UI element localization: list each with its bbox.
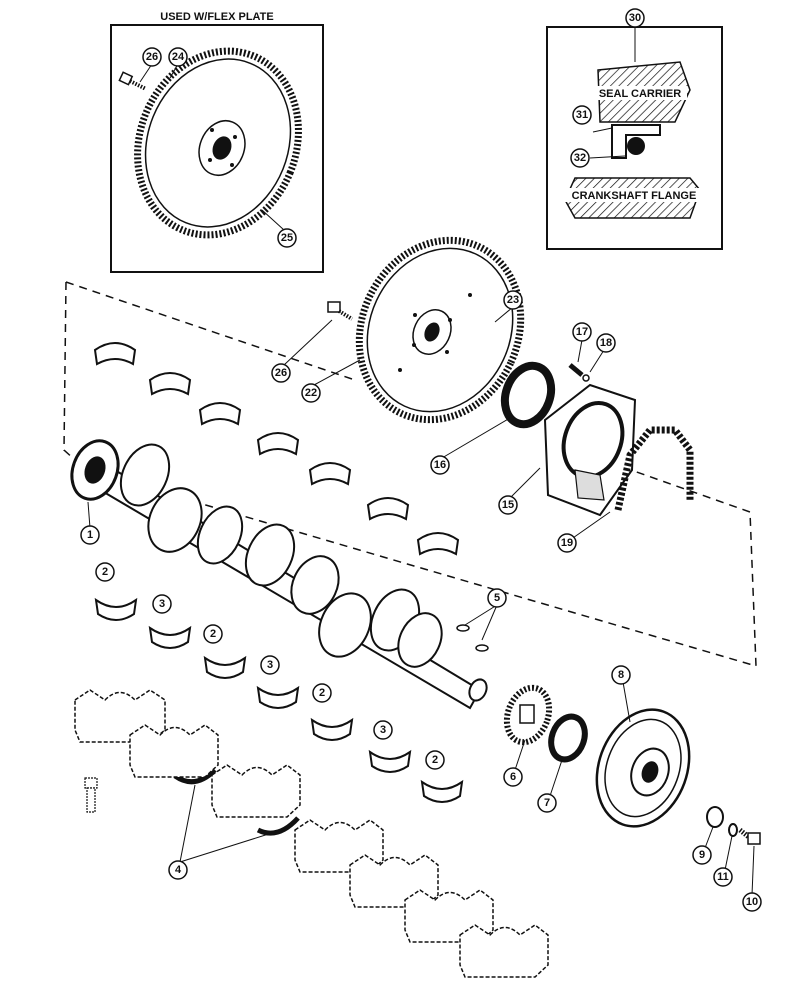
- callout-10-label: 10: [746, 896, 758, 908]
- crankshaft-drawing: [70, 439, 488, 710]
- washer: [706, 806, 724, 828]
- callout-3-c-label: 3: [380, 724, 386, 736]
- callout-3-b-label: 3: [267, 659, 273, 671]
- callouts: 26 24 25 30 31 32 23 17 18 26 22 16 15 1…: [80, 8, 762, 912]
- callout-3-b: 3: [260, 655, 280, 675]
- callout-7: 7: [537, 793, 557, 813]
- callout-3-a: 3: [152, 594, 172, 614]
- gasket-strip: [614, 426, 694, 511]
- flexplate-inset: USED W/FLEX PLATE: [110, 11, 324, 273]
- flexplate-inset-title: USED W/FLEX PLATE: [160, 11, 273, 23]
- callout-19: 19: [557, 533, 577, 553]
- callout-8: 8: [611, 665, 631, 685]
- damper-pulley: [595, 708, 691, 828]
- callout-32-label: 32: [574, 152, 586, 164]
- flywheel-drawing: [355, 236, 525, 424]
- flywheel-bolt-icon: [327, 301, 354, 321]
- callout-24-label: 24: [172, 51, 185, 63]
- callout-2-c-label: 2: [319, 687, 325, 699]
- key-pieces: [456, 624, 489, 652]
- bearing-caps: [74, 689, 549, 978]
- small-screw-icon: [568, 363, 590, 382]
- callout-30-label: 30: [629, 12, 641, 24]
- callout-2-a: 2: [95, 562, 115, 582]
- callout-4-label: 4: [175, 864, 182, 876]
- callout-3-a-label: 3: [159, 598, 165, 610]
- callout-30: 30: [625, 8, 645, 28]
- leader-lines: [87, 28, 755, 896]
- upper-bearing-shells: [93, 342, 460, 556]
- callout-5-label: 5: [494, 592, 500, 604]
- callout-23-label: 23: [507, 294, 519, 306]
- callout-2-c: 2: [312, 683, 332, 703]
- lock-washer: [728, 823, 738, 837]
- callout-11: 11: [713, 867, 733, 887]
- callout-16: 16: [430, 455, 450, 475]
- callout-5: 5: [487, 588, 507, 608]
- callout-2-a-label: 2: [102, 566, 108, 578]
- rear-seal-ring: [500, 361, 556, 429]
- callout-6-label: 6: [510, 771, 516, 783]
- callout-22: 22: [301, 383, 321, 403]
- cap-bolt-icon: [84, 777, 98, 813]
- thrust-washers: [173, 768, 300, 836]
- callout-26-main-label: 26: [275, 367, 287, 379]
- callout-25: 25: [277, 228, 297, 248]
- callout-4: 4: [168, 860, 188, 880]
- crank-gear: [503, 684, 553, 746]
- callout-31-label: 31: [576, 109, 588, 121]
- seal-carrier-plate: [543, 383, 637, 517]
- pulley-bolt-icon: [738, 828, 761, 845]
- callout-18-label: 18: [600, 337, 612, 349]
- callout-2-d: 2: [425, 750, 445, 770]
- seal-carrier-label: SEAL CARRIER: [599, 88, 681, 100]
- lower-bearing-shells: [94, 597, 464, 803]
- callout-17: 17: [572, 322, 592, 342]
- callout-6: 6: [503, 767, 523, 787]
- callout-31: 31: [572, 105, 592, 125]
- callout-3-c: 3: [373, 720, 393, 740]
- callout-1-label: 1: [87, 529, 93, 541]
- assembly-outline: [63, 281, 757, 668]
- callout-18: 18: [596, 333, 616, 353]
- callout-22-label: 22: [305, 387, 317, 399]
- callout-7-label: 7: [544, 797, 550, 809]
- callout-26-inset: 26: [142, 47, 162, 67]
- callout-26-main: 26: [271, 363, 291, 383]
- callout-25-label: 25: [281, 232, 293, 244]
- callout-19-label: 19: [561, 537, 573, 549]
- callout-16-label: 16: [434, 459, 446, 471]
- callout-17-label: 17: [576, 326, 588, 338]
- callout-1: 1: [80, 525, 100, 545]
- seal-inset: SEAL CARRIER CRANKSHAFT FLANGE: [546, 26, 723, 250]
- callout-2-b: 2: [203, 624, 223, 644]
- crankshaft-flange-label: CRANKSHAFT FLANGE: [572, 190, 697, 202]
- callout-15-label: 15: [502, 499, 514, 511]
- bolt-icon: [118, 71, 147, 91]
- callout-9: 9: [692, 845, 712, 865]
- flexplate-drawing: [134, 47, 302, 239]
- front-seal-ring: [548, 713, 588, 763]
- callout-2-b-label: 2: [210, 628, 216, 640]
- callout-11-label: 11: [717, 871, 729, 883]
- callout-10: 10: [742, 892, 762, 912]
- callout-23: 23: [503, 290, 523, 310]
- callout-26-inset-label: 26: [146, 51, 158, 63]
- callout-8-label: 8: [618, 669, 624, 681]
- callout-15: 15: [498, 495, 518, 515]
- callout-24: 24: [168, 47, 188, 67]
- callout-32: 32: [570, 148, 590, 168]
- callout-9-label: 9: [699, 849, 705, 861]
- lip-seal-drawing: [611, 124, 661, 159]
- callout-2-d-label: 2: [432, 754, 438, 766]
